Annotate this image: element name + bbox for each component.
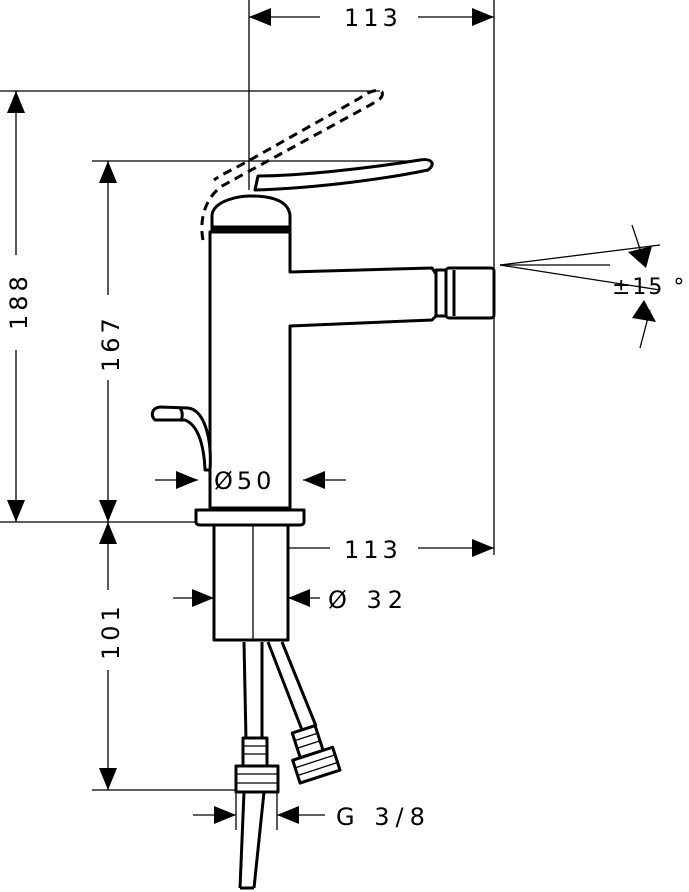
cartridge-cap — [210, 194, 292, 234]
dimension-labels: 113 188 167 101 Ø50 113 Ø 32 G 3/8 ±15 ° — [5, 4, 686, 831]
faucet-body — [150, 88, 496, 642]
dim-total-height: 188 — [5, 272, 33, 330]
hose-fitting-left — [234, 736, 280, 794]
threaded-shank — [212, 523, 290, 642]
dim-body-diameter: Ø50 — [214, 467, 275, 495]
dim-spout-reach-bottom: 113 — [344, 536, 402, 564]
dim-spout-reach-top: 113 — [344, 4, 402, 32]
base-plate — [194, 508, 306, 527]
dim-shank-diameter: Ø 32 — [328, 586, 409, 614]
dimension-lines — [0, 0, 661, 830]
dimension-arrows — [7, 8, 656, 824]
dim-shank-length: 101 — [97, 602, 125, 660]
spray-head — [444, 266, 496, 320]
lever-handle — [253, 158, 434, 192]
hose-fitting-right — [290, 724, 342, 785]
supply-hoses — [234, 641, 342, 890]
dim-spout-height: 167 — [97, 314, 125, 372]
lever-raised-dashed — [200, 88, 384, 241]
dim-swivel-angle: ±15 ° — [612, 275, 686, 300]
dim-connection-thread: G 3/8 — [336, 803, 431, 831]
pop-up-rod — [150, 405, 212, 472]
